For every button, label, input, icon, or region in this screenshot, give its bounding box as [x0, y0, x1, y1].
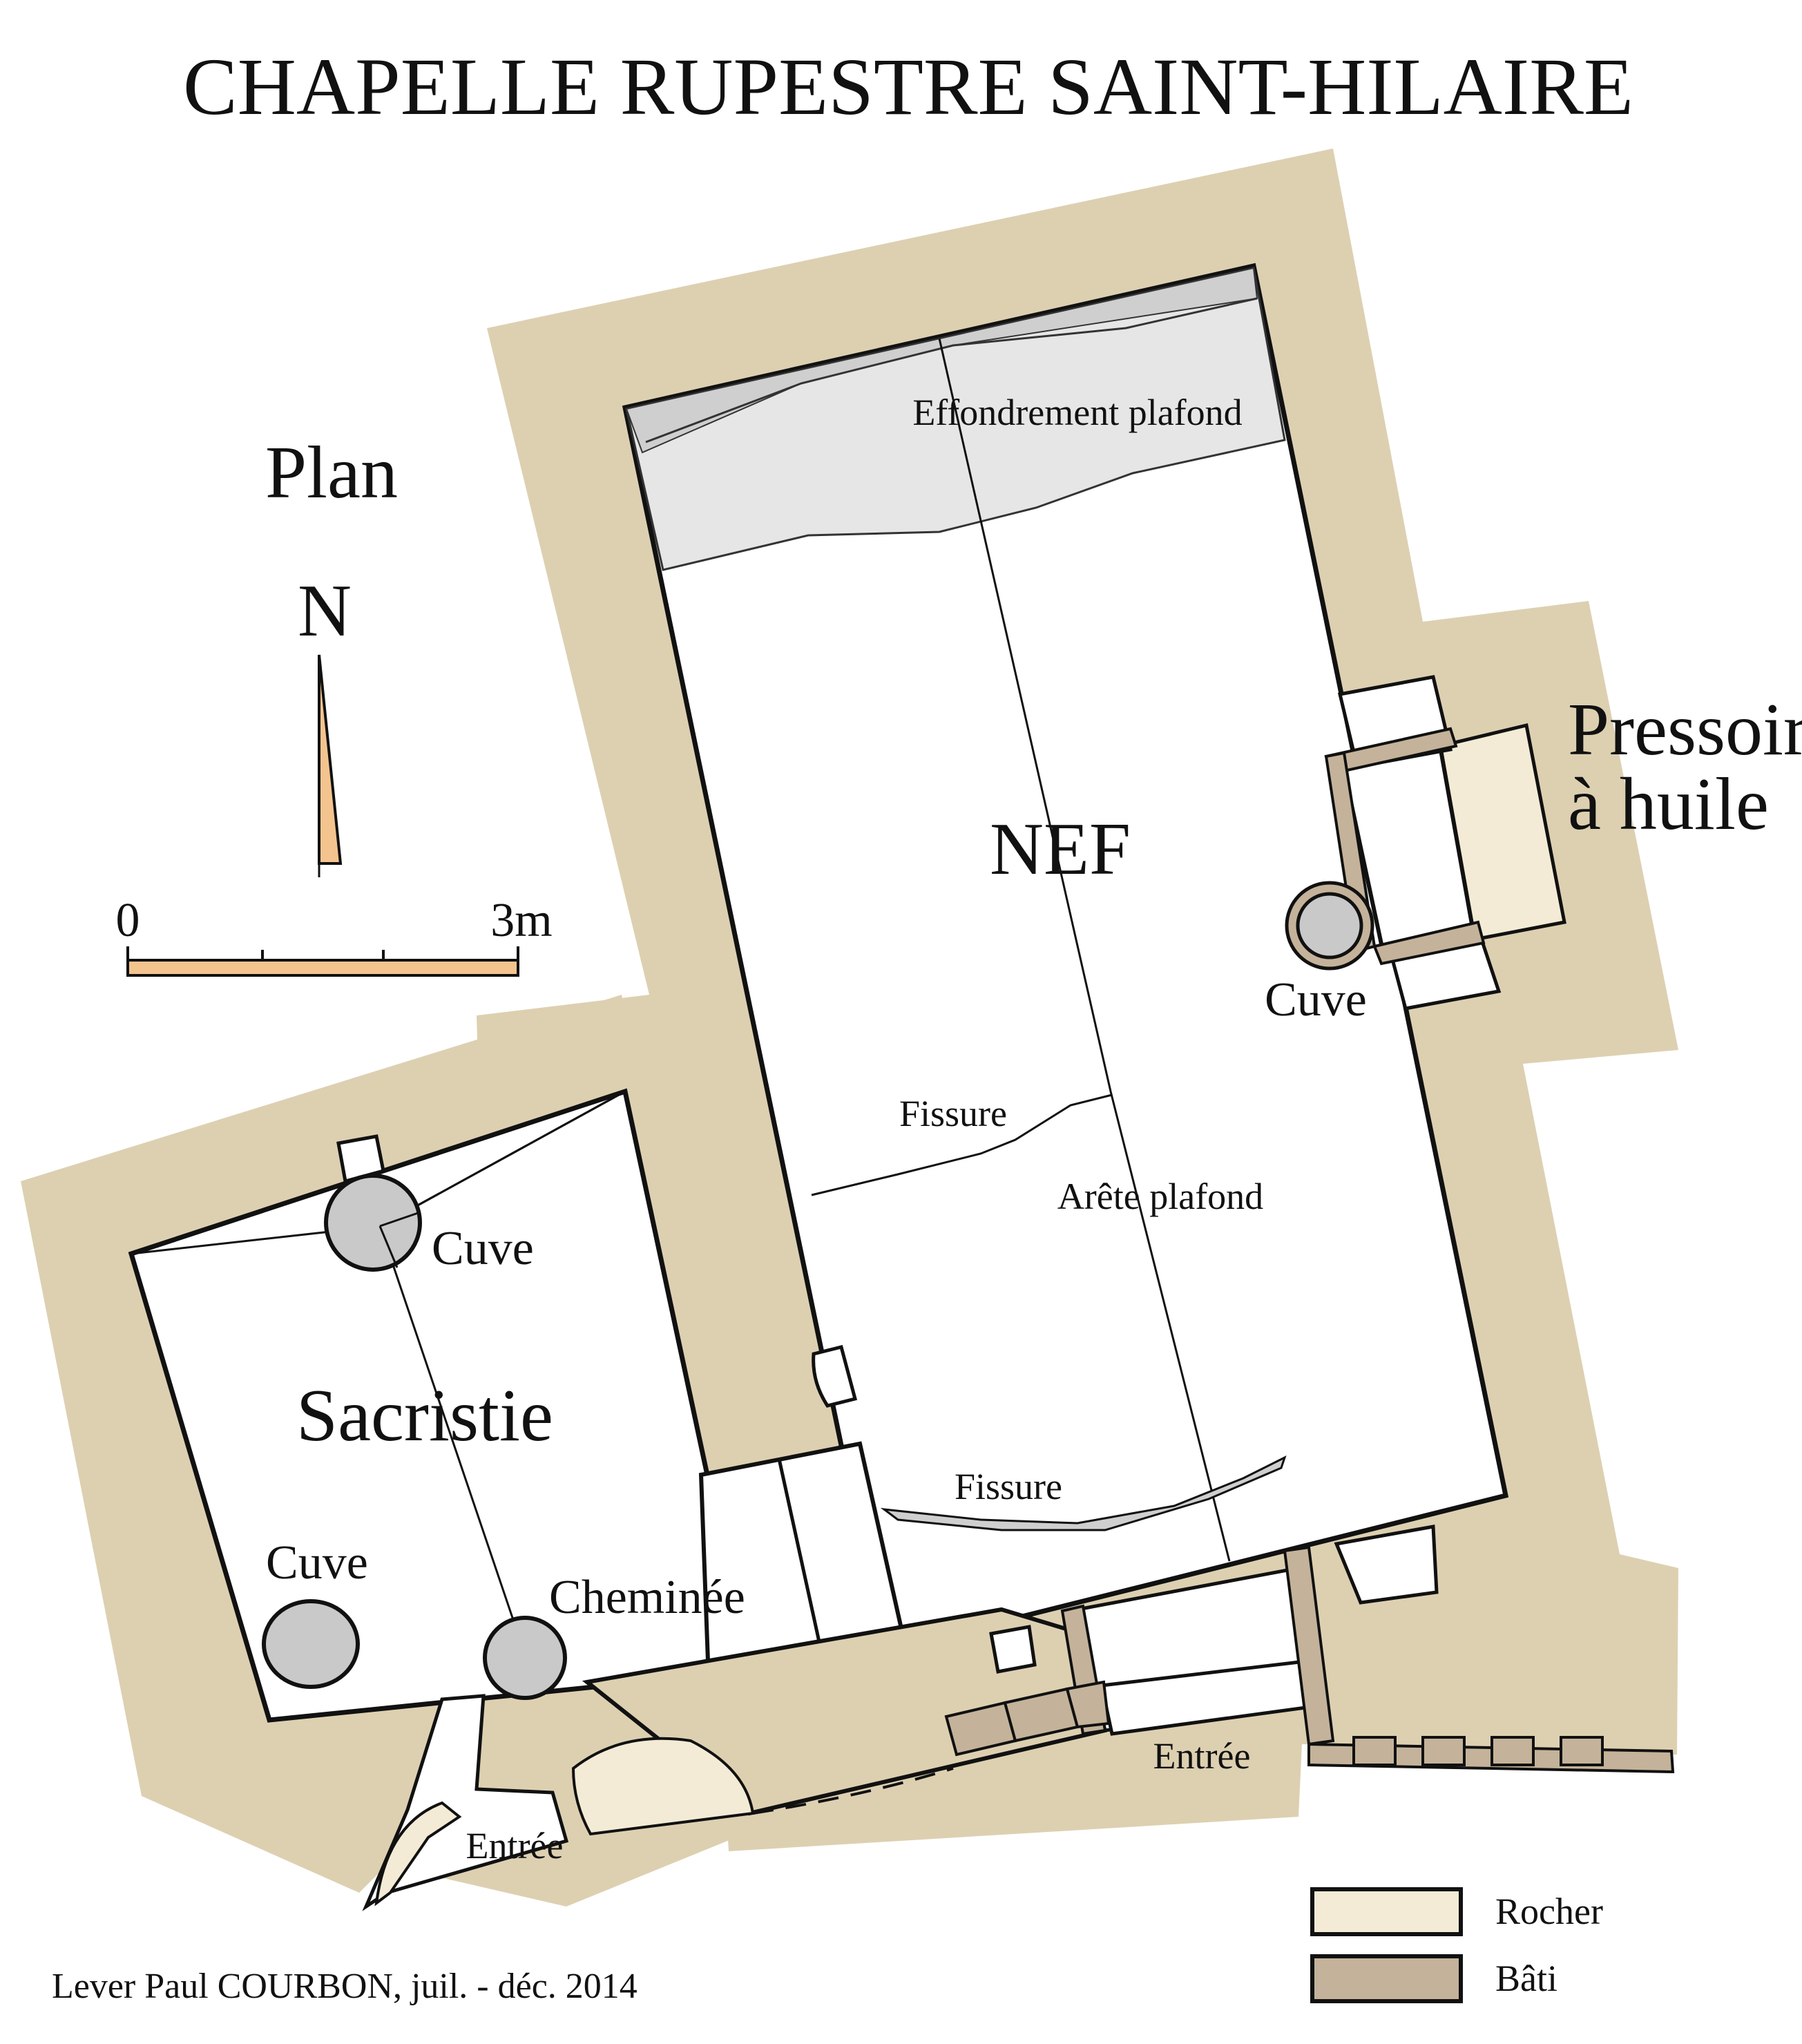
label-sacristie: Sacristie: [296, 1375, 553, 1457]
label-fissure-lower: Fissure: [955, 1466, 1062, 1507]
scale-start-label: 0: [116, 894, 140, 947]
sacristie-niche-north: [336, 1134, 385, 1184]
north-arrow: N: [298, 570, 352, 877]
north-label: N: [298, 570, 352, 652]
legend-label-bati: Bâti: [1495, 1958, 1557, 1999]
entree-south-dashed: [752, 1767, 954, 1815]
legend-swatch-rocher: [1310, 1887, 1463, 1936]
fissure-line-lower: [880, 1455, 1287, 1531]
label-cuve-sacristie-top: Cuve: [432, 1222, 534, 1275]
scale-bar-fill: [126, 959, 519, 977]
cuve-sacristie-top: [324, 1174, 422, 1272]
label-fissure-upper: Fissure: [899, 1093, 1007, 1134]
cuve-sacristie-top-line2: [378, 1225, 399, 1268]
label-pressoir-line2: à huile: [1568, 763, 1769, 846]
sacristie-vault-diagonal: [379, 1090, 626, 1228]
north-arrow-icon: [318, 654, 343, 865]
label-entree-west: Entrée: [466, 1825, 564, 1866]
ceiling-collapse-line: [645, 297, 1258, 443]
survey-credit: Lever Paul COURBON, juil. - déc. 2014: [52, 1967, 638, 2006]
entree-west-rock: [374, 1801, 462, 1907]
cuve-sacristie-top-line: [379, 1211, 421, 1228]
label-cheminee: Cheminée: [549, 1571, 745, 1624]
scale-end-label: 3m: [490, 894, 552, 947]
page-title: CHAPELLE RUPESTRE SAINT-HILAIRE: [183, 41, 1633, 132]
passage-divider: [777, 1458, 824, 1655]
label-nef: NEF: [990, 808, 1131, 890]
nef-niche-west: [812, 1344, 858, 1408]
ceiling-ridge-line: [938, 338, 1231, 1562]
cuve-sacristie-bottom: [262, 1599, 360, 1689]
legend: Rocher Bâti: [1310, 1887, 1603, 2003]
entree-south-rock-light: [571, 1737, 755, 1836]
label-effondrement: Effondrement plafond: [912, 392, 1242, 433]
cheminee-circle: [483, 1616, 567, 1700]
entree-south-niche: [989, 1625, 1037, 1674]
nef-floor: [622, 262, 1509, 1654]
nef-niche-south: [1334, 1525, 1439, 1605]
ceiling-collapse-zone: [625, 267, 1286, 571]
view-label: Plan: [265, 432, 398, 514]
fissure-line-upper: [811, 1093, 1113, 1196]
sacristie-vault-ridge: [378, 1225, 526, 1655]
cuve-nef: [1296, 892, 1363, 959]
label-cuve-nef: Cuve: [1265, 973, 1367, 1026]
scale-bar: 0 3m: [116, 894, 553, 977]
label-entree-south: Entrée: [1153, 1735, 1251, 1777]
south-masonry: [944, 1545, 1675, 1774]
legend-swatch-bati: [1310, 1954, 1463, 2003]
label-cuve-sacristie-bottom: Cuve: [266, 1536, 368, 1589]
label-pressoir-line1: Pressoir: [1568, 689, 1802, 771]
label-arete: Arête plafond: [1057, 1176, 1263, 1217]
legend-label-rocher: Rocher: [1495, 1891, 1603, 1932]
